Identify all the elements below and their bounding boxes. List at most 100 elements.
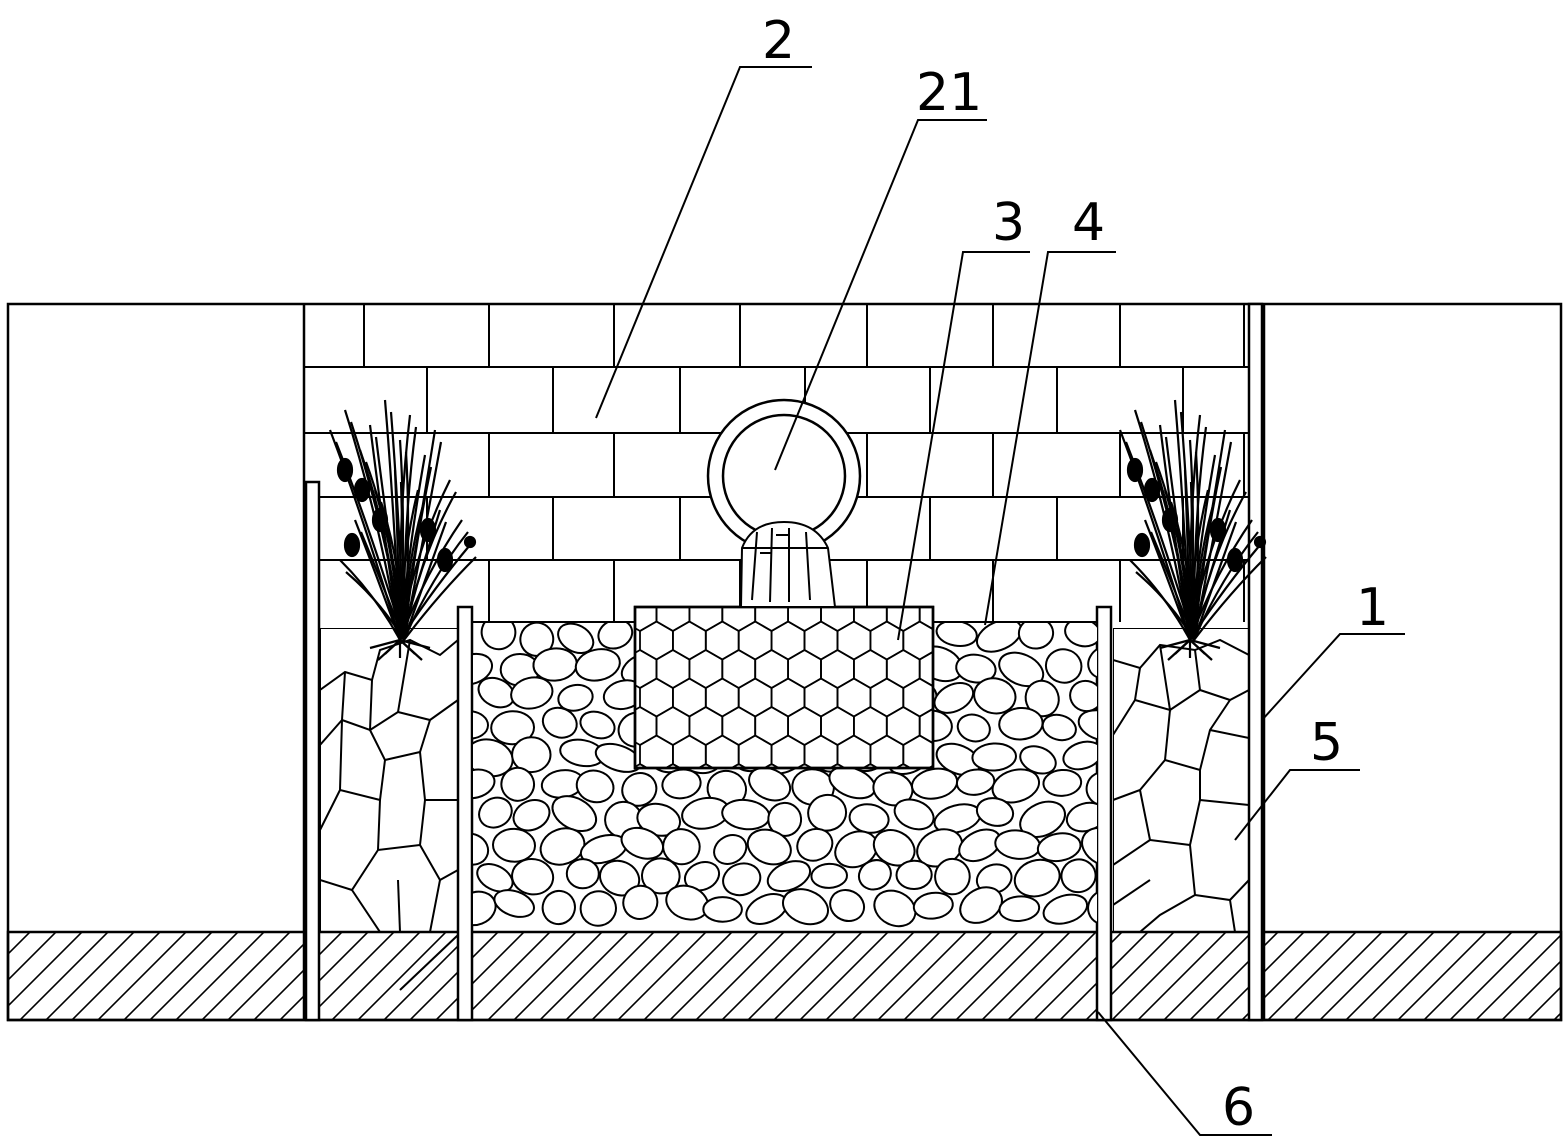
cobble [1085, 771, 1097, 807]
cobble [1081, 826, 1097, 867]
plant-blade [402, 521, 448, 641]
label-4: 4 [1072, 193, 1105, 253]
cobble [541, 889, 576, 926]
plant-blade [1118, 429, 1192, 641]
cobble [500, 766, 536, 802]
cobble [1087, 888, 1097, 927]
vertical-posts [304, 302, 1264, 1022]
cobble [541, 706, 578, 739]
plant-blade [1188, 519, 1253, 641]
cobble [722, 862, 762, 897]
flagstone-fill-left [320, 628, 458, 932]
cobble [721, 798, 771, 831]
cobble [492, 827, 536, 863]
cobble [473, 652, 493, 686]
cobble [807, 793, 848, 832]
leader-2 [595, 66, 812, 419]
cobble [557, 683, 594, 712]
cobble [597, 622, 634, 650]
cobble-fill-outline [473, 621, 1097, 933]
cobble [1064, 622, 1097, 648]
label-3: 3 [992, 193, 1025, 253]
cobble [857, 859, 892, 891]
net-cell [762, 762, 781, 768]
cobble [490, 710, 535, 746]
net-cell [697, 762, 715, 768]
label-1: 1 [1356, 578, 1389, 638]
cobble [575, 769, 615, 804]
cobble [955, 653, 997, 684]
plant-seed-head [1133, 532, 1151, 558]
cobble [1019, 800, 1066, 838]
plant-blade [398, 519, 463, 641]
plant-seed-head [1209, 517, 1227, 543]
plant-seed-head [419, 517, 437, 543]
plant-seed-head [336, 457, 354, 483]
post-left-inner [456, 605, 474, 1022]
plant-seed-head [1226, 547, 1244, 573]
cobble [796, 827, 834, 862]
cobble [1087, 644, 1097, 680]
cobble [713, 834, 748, 865]
cobble [473, 832, 490, 866]
cobble [956, 713, 991, 743]
cobble [539, 827, 586, 866]
cobble [934, 857, 971, 896]
aquatic-plant-right [1118, 399, 1267, 661]
cobble [895, 859, 933, 891]
plant-blade [399, 481, 406, 641]
cobble [620, 826, 665, 860]
cobble [1044, 648, 1083, 684]
plant-seed-head [353, 477, 371, 503]
cobble [476, 863, 514, 893]
cobble [579, 710, 616, 740]
leader-6 [1097, 1011, 1272, 1136]
cobble [1069, 679, 1097, 713]
cobble [702, 896, 743, 923]
cobble [829, 888, 866, 923]
cobble [512, 798, 551, 832]
cobble [1024, 679, 1060, 718]
outer-structure-outline [6, 302, 1563, 1022]
label-2: 2 [762, 11, 795, 71]
cobble [959, 886, 1003, 924]
cobble [511, 858, 555, 896]
cobble [1077, 709, 1097, 742]
cobble [621, 772, 658, 807]
plant-seed-head [463, 535, 477, 549]
cobble [1017, 622, 1055, 650]
label-6: 6 [1222, 1078, 1255, 1138]
cobble [1041, 713, 1077, 742]
plant-blade [393, 469, 402, 641]
cobble [872, 771, 914, 807]
cobble [662, 828, 701, 866]
cobble [935, 622, 978, 648]
post-left-outer [304, 480, 321, 1022]
cobble [1060, 858, 1097, 894]
leader-foot-left [399, 934, 459, 991]
cobble [478, 796, 513, 829]
cobble [480, 622, 517, 651]
plant-seed-head [1161, 507, 1179, 533]
cobble [622, 884, 659, 920]
hexagonal-net-box [633, 605, 935, 770]
cobble [473, 768, 496, 800]
plant-blade [403, 556, 477, 641]
cobble [975, 797, 1015, 827]
plant-blade [1192, 521, 1238, 641]
net-cell [861, 762, 880, 768]
leader-4 [984, 251, 1116, 626]
label-21: 21 [916, 63, 982, 123]
cobble [519, 622, 555, 657]
cobble [912, 891, 954, 920]
cobble [998, 651, 1045, 688]
net-cell [828, 762, 847, 768]
post-right-outer [1247, 302, 1264, 1022]
flagstone-fill-right [1113, 628, 1249, 932]
cobble [661, 768, 702, 800]
net-cell [894, 762, 913, 768]
plant-blade [368, 424, 402, 641]
cobble [493, 889, 535, 918]
plant-blade [1183, 469, 1192, 641]
